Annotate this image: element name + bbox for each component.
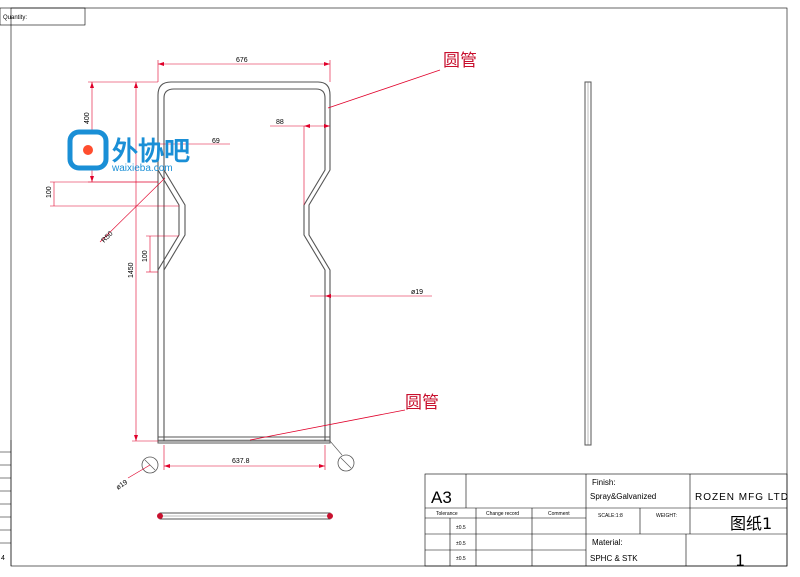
quantity-box: Quantity: [0, 7, 86, 26]
dim-lower-neck-height: 100 [142, 250, 149, 262]
tolerance-header: Tolerance [436, 511, 458, 517]
revision-margin-table [0, 440, 12, 566]
dim-tube-diameter: ø19 [411, 289, 423, 296]
dim-total-height: 1450 [128, 262, 135, 278]
dim-tube-diameter-2: ø19 [115, 479, 129, 492]
callout-leaders [249, 69, 441, 441]
tolerance-row-1: ±0.5 [456, 525, 466, 531]
title-block-grid [424, 473, 788, 567]
watermark-brand: 外协吧 [112, 137, 190, 167]
callout-bottom: 圆管 [405, 393, 439, 413]
sheet-border [10, 7, 788, 567]
dim-top-width: 676 [236, 57, 248, 64]
bottom-view-left-end [157, 513, 163, 519]
side-view [584, 81, 592, 446]
dim-upper-height: 400 [84, 112, 91, 124]
watermark-url: waixieba.com [111, 163, 173, 174]
dimension-lines [50, 60, 432, 479]
watermark: 外协吧 waixieba.com [67, 129, 190, 174]
bottom-view-right-end [327, 513, 333, 519]
frame-outline [157, 81, 331, 442]
dim-neck-width: 69 [212, 138, 220, 145]
comment-header: Comment [548, 511, 570, 517]
change-record-header: Change record [486, 511, 519, 517]
material-label: Material: [592, 538, 623, 547]
bottom-view [159, 512, 331, 520]
margin-number: 4 [1, 555, 5, 562]
quantity-label: Quantity: [3, 15, 27, 21]
dim-neck-step: 88 [276, 119, 284, 126]
tolerance-row-3: ±0.5 [456, 556, 466, 562]
company-name: ROZEN MFG LTD [695, 492, 789, 503]
dimension-arrows [90, 62, 331, 468]
tube-section-left [141, 456, 159, 474]
callout-top: 圆管 [443, 51, 477, 71]
finish-label: Finish: [592, 478, 616, 487]
finish-value: Spray&Galvanized [590, 492, 656, 501]
sheet-size: A3 [431, 488, 452, 507]
weight-label: WEIGHT: [656, 513, 677, 519]
tolerance-row-2: ±0.5 [456, 541, 466, 547]
material-value: SPHC & STK [590, 554, 638, 563]
drawing-name: 图纸1 [730, 514, 772, 533]
scale-label: SCALE:1:8 [598, 513, 623, 519]
dim-upper-neck-height: 100 [46, 186, 53, 198]
sheet-number: 1 [735, 551, 745, 570]
dim-radius: R50 [100, 230, 114, 244]
dim-bottom-width: 637.8 [232, 458, 250, 465]
tube-section-right [337, 454, 355, 472]
